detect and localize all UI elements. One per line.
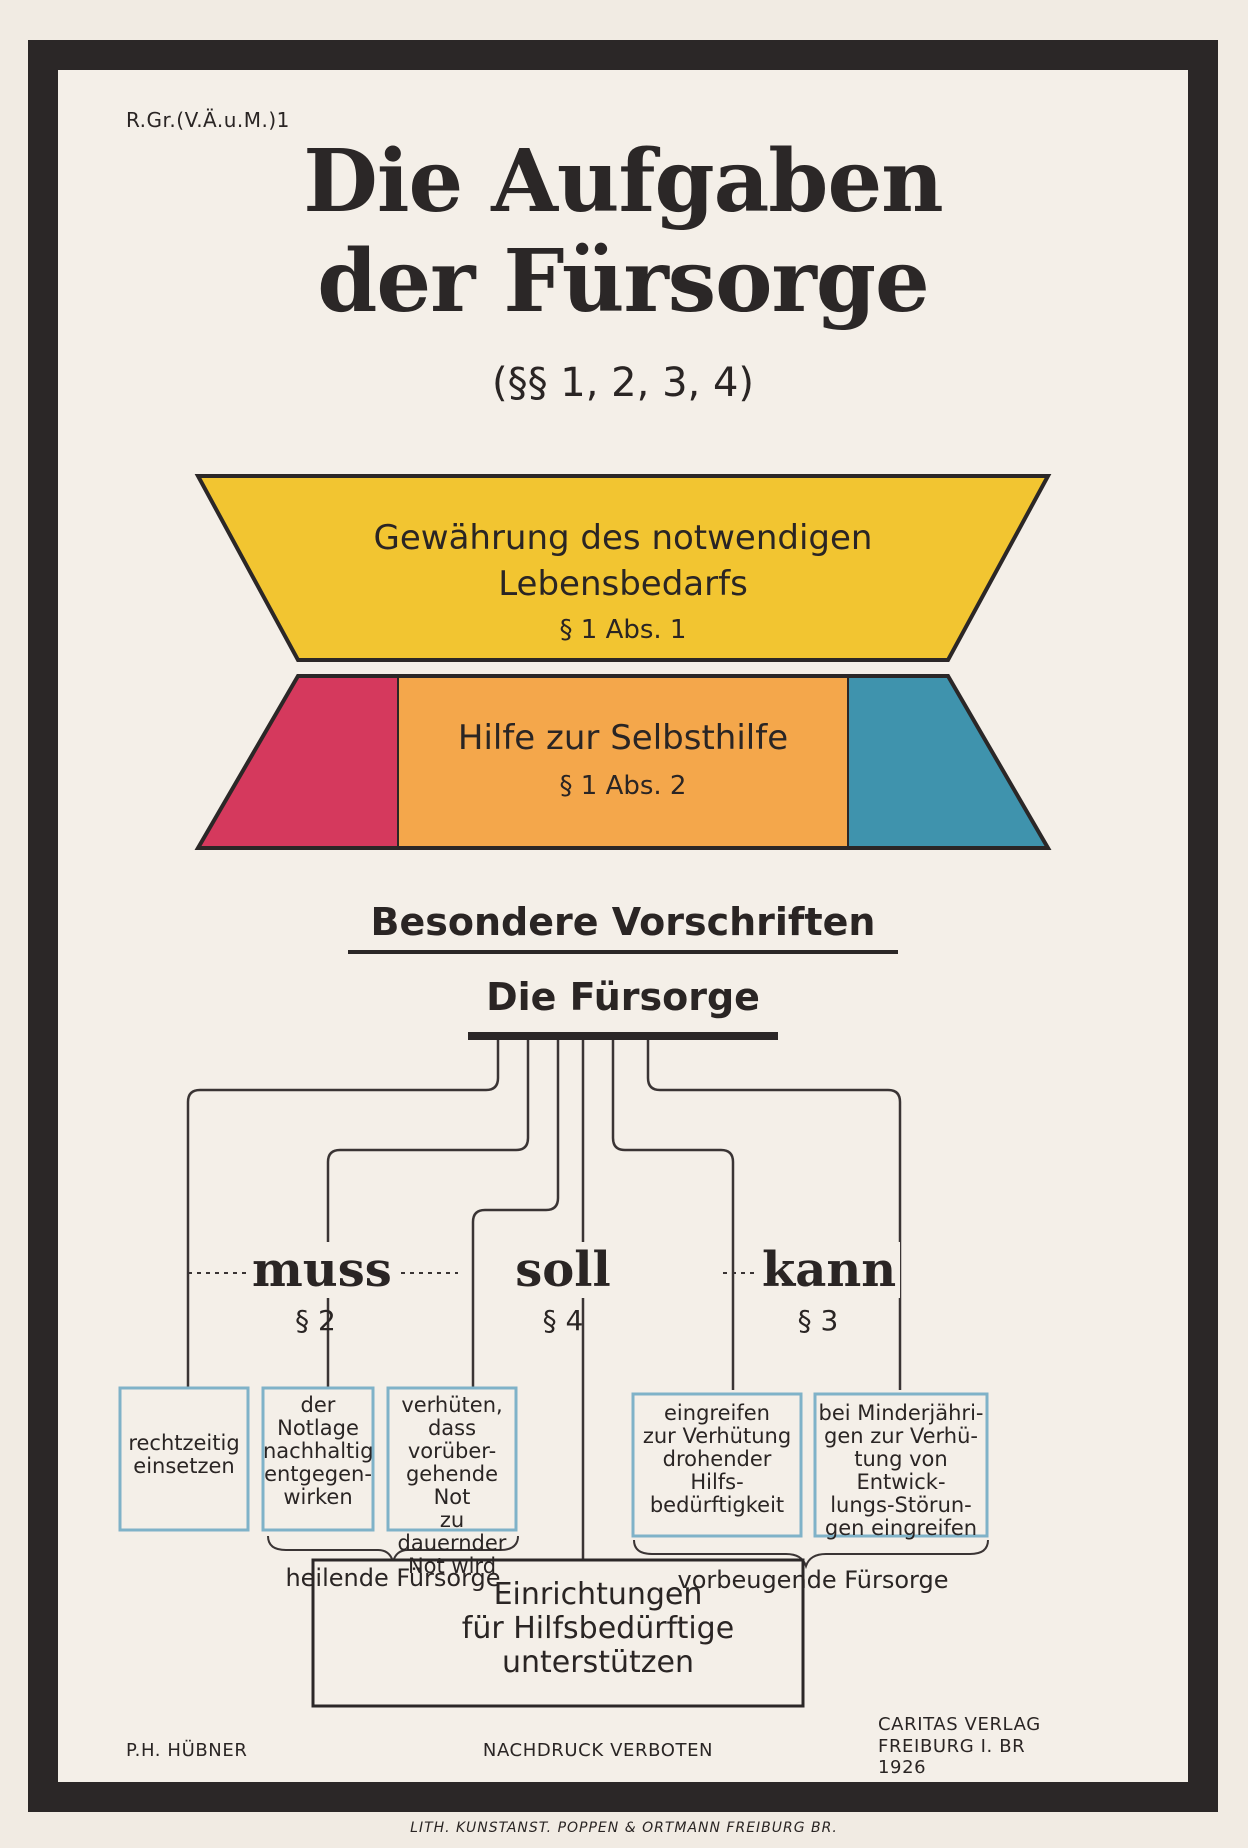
box-5-line-3: tung von Entwick-: [854, 1447, 948, 1494]
box-1-line-1: rechtzeitig: [128, 1431, 240, 1455]
box-4-line-5: bedürftigkeit: [649, 1493, 785, 1517]
box-4-text: eingreifen zur Verhütung drohender Hilfs…: [633, 1402, 801, 1517]
modal-soll-word: soll: [511, 1242, 615, 1298]
box-3-outline: [386, 1386, 518, 1532]
section-heading: Besondere Vorschriften: [370, 900, 876, 944]
box-5-line-2: gen zur Verhü-: [824, 1424, 978, 1448]
fuersorge-underline: [468, 1032, 778, 1040]
yellow-block-line-1: Gewährung des notwendigen: [373, 518, 873, 558]
box-2-text: der Notlage nachhaltig entgegen- wirken: [263, 1394, 373, 1509]
box-2-line-5: wirken: [283, 1485, 353, 1509]
connector-lines: [186, 1040, 902, 1590]
einrichtungen-line-2: für Hilfsbedürftige: [461, 1611, 735, 1646]
paragraph-reference: (§§ 1, 2, 3, 4): [491, 360, 754, 406]
box-3-line-1: verhüten,: [401, 1393, 503, 1417]
yellow-trapezoid: [194, 474, 1052, 662]
teal-segment: [848, 676, 1048, 848]
modal-soll-paragraph: § 4: [542, 1304, 584, 1337]
box-2-line-1: der: [300, 1393, 336, 1417]
modal-muss: muss: [248, 1242, 396, 1298]
poster-frame: R.Gr.(V.Ä.u.M.)1 Die Aufgaben der Fürsor…: [28, 40, 1218, 1812]
footer-notice: NACHDRUCK VERBOTEN: [482, 1740, 714, 1761]
modal-muss-word: muss: [248, 1242, 396, 1298]
einrichtungen-text: Einrichtungen für Hilfsbedürftige unters…: [358, 1578, 838, 1680]
code-mark: R.Gr.(V.Ä.u.M.)1: [126, 108, 290, 132]
orange-block-paragraph: § 1 Abs. 2: [559, 771, 687, 801]
box-3-line-5: Not wird: [407, 1554, 497, 1578]
content-box-outlines: [118, 1386, 989, 1538]
box-4-line-3: drohender: [662, 1447, 772, 1471]
orange-segment: [398, 676, 848, 848]
box-5-outline: [813, 1392, 989, 1538]
box-2-line-3: nachhaltig: [263, 1439, 374, 1463]
box-1-text: rechtzeitig einsetzen: [120, 1432, 248, 1478]
einrichtungen-box-outline: [311, 1558, 805, 1708]
yellow-block-paragraph: § 1 Abs. 1: [559, 615, 687, 645]
box-5-line-1: bei Minderjähri-: [818, 1401, 984, 1425]
box-3-line-4: zu dauernder: [397, 1508, 507, 1555]
einrichtungen-line-3: unterstützen: [502, 1645, 694, 1680]
printer-credit: LITH. KUNSTANST. POPPEN & ORTMANN FREIBU…: [410, 1820, 838, 1836]
box-3-text: verhüten, dass vorüber- gehende Not zu d…: [388, 1394, 516, 1578]
yellow-block-line-2: Lebensbedarfs: [498, 564, 748, 604]
modal-soll: soll: [493, 1242, 633, 1298]
einrichtungen-line-1: Einrichtungen: [493, 1577, 703, 1612]
box-5-line-4: lungs-Störun-: [830, 1493, 972, 1517]
box-4-line-1: eingreifen: [664, 1401, 770, 1425]
footer-publisher-line-1: CARITAS VERLAG: [878, 1714, 1041, 1735]
modal-kann: kann: [758, 1242, 901, 1298]
box-1-line-2: einsetzen: [133, 1454, 235, 1478]
modal-kann-word: kann: [758, 1242, 901, 1298]
group-label-heilend: heilende Fürsorge: [285, 1564, 501, 1592]
title-line-2: der Fürsorge: [317, 231, 929, 332]
box-4-line-2: zur Verhütung: [642, 1424, 792, 1448]
modal-muss-paragraph: § 2: [295, 1304, 336, 1337]
box-2-line-4: entgegen-: [264, 1462, 372, 1486]
box-5-text: bei Minderjähri- gen zur Verhü- tung von…: [815, 1402, 987, 1540]
group-label-vorbeugend: vorbeugende Fürsorge: [677, 1566, 949, 1594]
section-subheading: Die Fürsorge: [486, 975, 760, 1019]
lower-trapezoid-outline: [194, 674, 1052, 850]
box-2-outline: [261, 1386, 375, 1532]
footer-author: P.H. HÜBNER: [126, 1740, 248, 1761]
box-4-line-4: Hilfs-: [690, 1470, 744, 1494]
besondere-underline: [348, 950, 898, 954]
orange-block-line-1: Hilfe zur Selbsthilfe: [457, 718, 789, 758]
box-1-outline: [118, 1386, 250, 1532]
box-4-outline: [631, 1392, 803, 1538]
diagram-graphics: [118, 474, 1052, 1708]
title-line-1: Die Aufgaben: [303, 131, 943, 232]
poster-title: Die Aufgaben der Fürsorge: [58, 132, 1188, 332]
box-2-line-2: Notlage: [277, 1416, 359, 1440]
modal-kann-paragraph: § 3: [797, 1304, 839, 1337]
box-5-line-5: gen eingreifen: [824, 1516, 978, 1540]
footer-publisher-line-2: FREIBURG I. BR 1926: [878, 1736, 1026, 1778]
crimson-segment: [198, 676, 398, 848]
box-3-line-3: gehende Not: [405, 1462, 499, 1509]
box-3-line-2: dass vorüber-: [407, 1416, 497, 1463]
